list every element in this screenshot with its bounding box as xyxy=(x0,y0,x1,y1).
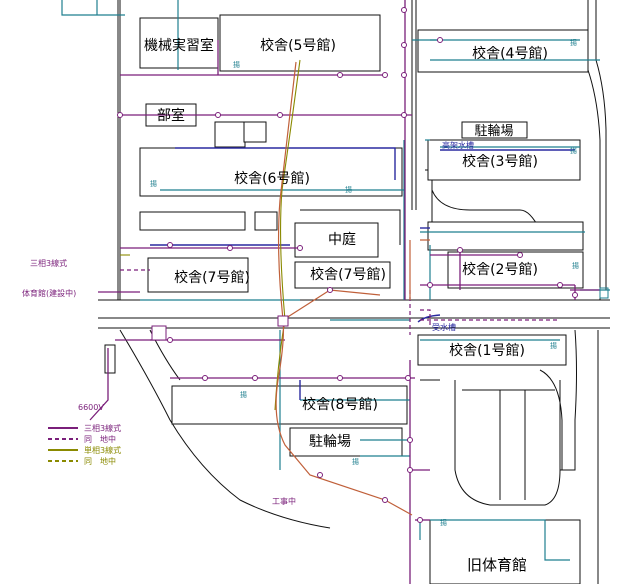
legend-item: 三相3線式 xyxy=(48,423,121,433)
three-phase-lines xyxy=(89,0,600,584)
label-school-1: 校舎(1号館) xyxy=(449,342,525,359)
label-three-phase-note: 三相3線式 xyxy=(30,258,67,268)
small-building-c xyxy=(139,211,246,231)
label-courtyard: 中庭 xyxy=(328,231,356,248)
legend-item: 同 地中 xyxy=(48,456,116,466)
school-2 xyxy=(447,251,584,289)
label-construction: 工事中 xyxy=(272,496,296,506)
label-elevated-tank: 高架水槽 xyxy=(442,140,474,150)
legend-item: 同 地中 xyxy=(48,434,116,444)
svg-text:同 地中: 同 地中 xyxy=(84,456,116,466)
pole-box xyxy=(599,287,609,299)
svg-text:同 地中: 同 地中 xyxy=(84,434,116,444)
label-school-2: 校舎(2号館) xyxy=(462,261,538,278)
measure-marks: 揚 揚 揚 揚 揚 揚 揚 揚 揚 揚 xyxy=(150,38,579,527)
svg-text:揚: 揚 xyxy=(572,261,579,270)
svg-text:揚: 揚 xyxy=(352,457,359,466)
label-gym-construction: 体育館(建設中) xyxy=(22,288,76,298)
svg-text:三相3線式: 三相3線式 xyxy=(84,423,121,433)
label-machine-shop: 機械実習室 xyxy=(144,37,214,54)
school-7a xyxy=(147,257,249,293)
label-school-4: 校舎(4号館) xyxy=(472,45,548,62)
small-building-d xyxy=(254,211,278,231)
svg-text:単相3線式: 単相3線式 xyxy=(84,445,121,455)
svg-text:揚: 揚 xyxy=(570,146,577,155)
substation-box xyxy=(151,325,167,341)
label-school-6: 校舎(6号館) xyxy=(234,170,310,187)
svg-text:揚: 揚 xyxy=(440,518,447,527)
annotations: 高架水槽 受水槽 体育館(建設中) 三相3線式 6600V 工事中 揚 揚 揚 … xyxy=(22,38,579,527)
bike-lot-2 xyxy=(289,427,403,457)
legend: 三相3線式 同 地中 単相3線式 同 地中 xyxy=(48,423,121,466)
svg-text:揚: 揚 xyxy=(570,38,577,47)
label-school-7a: 校舎(7号館) xyxy=(174,269,250,286)
label-school-5: 校舎(5号館) xyxy=(260,37,336,54)
small-building-b xyxy=(243,121,267,143)
label-voltage: 6600V xyxy=(78,403,104,412)
label-bike-lot-1: 駐輪場 xyxy=(474,123,513,139)
svg-text:揚: 揚 xyxy=(150,179,157,188)
courtyard xyxy=(294,222,379,258)
school-7b xyxy=(294,261,391,289)
svg-text:揚: 揚 xyxy=(240,390,247,399)
bike-lot-1 xyxy=(461,121,528,139)
transformer-6600v xyxy=(104,344,116,374)
svg-text:揚: 揚 xyxy=(550,341,557,350)
label-school-3: 校舎(3号館) xyxy=(462,153,538,170)
label-bike-lot-2: 駐輪場 xyxy=(309,433,351,450)
blue-lines xyxy=(150,147,575,400)
handhole-box xyxy=(277,315,289,327)
old-gym xyxy=(429,519,581,584)
svg-text:揚: 揚 xyxy=(345,185,352,194)
machine-shop xyxy=(139,17,219,69)
school-4 xyxy=(417,29,589,73)
label-old-gym: 旧体育館 xyxy=(467,556,527,574)
svg-text:揚: 揚 xyxy=(233,60,240,69)
label-receiving-tank: 受水槽 xyxy=(432,322,456,332)
building-labels: 機械実習室 校舎(5号館) 校舎(4号館) 部室 駐輪場 校舎(3号館) 校舎(… xyxy=(144,37,548,574)
school-8 xyxy=(171,385,408,425)
legend-item: 単相3線式 xyxy=(48,445,121,455)
label-school-7b: 校舎(7号館) xyxy=(310,266,386,283)
label-school-8: 校舎(8号館) xyxy=(302,396,378,413)
school-6 xyxy=(139,147,403,197)
small-building-a xyxy=(214,121,246,148)
school-2-top xyxy=(427,221,584,251)
label-clubroom: 部室 xyxy=(157,107,185,124)
road-outlines xyxy=(98,0,610,584)
